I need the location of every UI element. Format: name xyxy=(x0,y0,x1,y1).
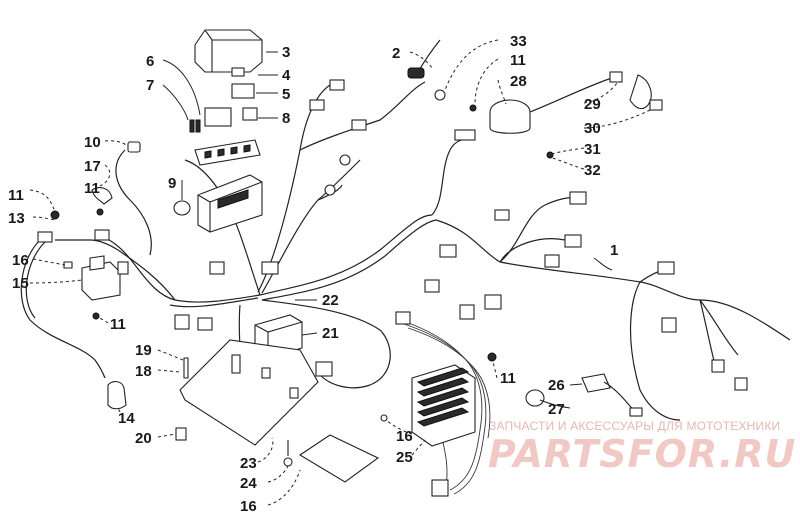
leader-lines xyxy=(29,39,651,506)
callout-16-left: 16 xyxy=(12,252,29,269)
battery-cable xyxy=(407,39,446,101)
callout-30: 30 xyxy=(584,120,601,137)
callout-14: 14 xyxy=(118,410,135,427)
bolts-left xyxy=(63,261,293,467)
watermark-caption: ЗАПЧАСТИ И АКСЕССУАРЫ ДЛЯ МОТОТЕХНИКИ xyxy=(489,419,781,433)
callout-10: 10 xyxy=(84,134,101,151)
callout-24: 24 xyxy=(240,475,257,492)
callout-29: 29 xyxy=(584,96,601,113)
fuse-box-cover xyxy=(194,29,263,77)
callout-12: 17 xyxy=(84,158,101,175)
callout-2: 2 xyxy=(392,45,400,62)
callout-32: 32 xyxy=(584,162,601,179)
callout-7: 7 xyxy=(146,77,154,94)
starter-solenoid xyxy=(81,255,129,320)
voltage-regulator xyxy=(380,311,497,497)
callout-26: 26 xyxy=(548,377,565,394)
harness-connectors-right xyxy=(424,129,748,391)
callout-16-regulator: 16 xyxy=(396,428,413,445)
callout-5: 5 xyxy=(282,86,290,103)
fuse-strip xyxy=(194,139,261,166)
callout-33: 33 xyxy=(510,33,527,50)
callout-18: 18 xyxy=(135,363,152,380)
callout-25: 25 xyxy=(396,449,413,466)
callout-13: 13 xyxy=(8,210,25,227)
callout-6: 6 xyxy=(146,53,154,70)
callout-3: 3 xyxy=(282,44,290,61)
callout-21: 21 xyxy=(322,325,339,342)
boot-cover xyxy=(107,381,127,410)
callout-11-right: 11 xyxy=(510,52,526,69)
relays xyxy=(189,83,258,133)
mounting-plate xyxy=(179,339,380,483)
callout-4: 4 xyxy=(282,67,291,84)
callout-22: 22 xyxy=(322,292,339,309)
callout-11-upper: 11 xyxy=(84,180,100,197)
callout-11-solenoid: 11 xyxy=(110,316,126,333)
terminal-lead-10 xyxy=(127,141,141,153)
callout-9: 9 xyxy=(168,175,176,192)
callout-11-regulator: 11 xyxy=(500,370,516,387)
sensor-bracket xyxy=(525,373,643,417)
callout-labels: 3 4 5 8 6 7 9 10 17 11 11 13 16 15 11 14… xyxy=(8,33,618,515)
callout-17: 16 xyxy=(240,498,257,515)
callout-20: 20 xyxy=(135,430,152,447)
callout-11-left: 11 xyxy=(8,187,24,204)
harness-connectors-center xyxy=(174,79,367,377)
callout-31: 31 xyxy=(584,141,601,158)
boot-terminal-left xyxy=(37,187,113,243)
callout-1: 1 xyxy=(610,242,618,259)
callout-28: 28 xyxy=(510,73,527,90)
callout-19: 19 xyxy=(135,342,152,359)
watermark-logo: PARTSFOR.RU xyxy=(488,432,797,476)
callout-8: 8 xyxy=(282,110,290,127)
starter-relay xyxy=(469,71,663,159)
callout-23: 23 xyxy=(240,455,257,472)
callout-15: 15 xyxy=(12,275,29,292)
grommet xyxy=(173,200,191,216)
fuse-box-base xyxy=(197,174,263,233)
callout-27: 27 xyxy=(548,401,565,418)
